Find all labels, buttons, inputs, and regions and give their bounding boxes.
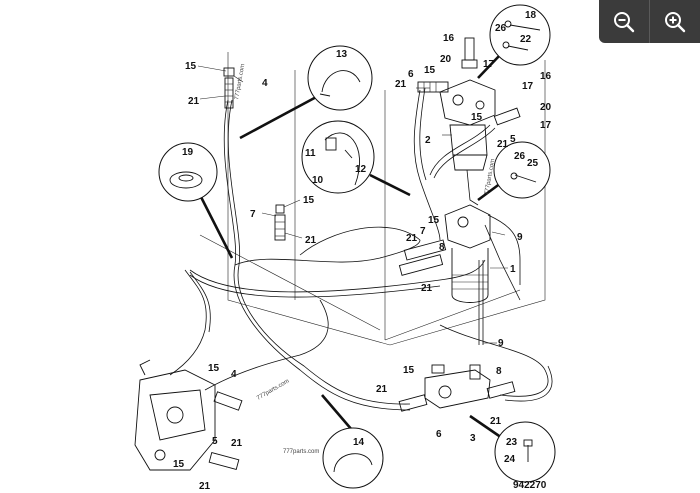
callout: 21 (406, 233, 418, 244)
detail-19 (158, 142, 234, 259)
callout: 15 (303, 195, 315, 206)
callout: 26 (495, 23, 507, 34)
watermark: 777parts.com (283, 449, 319, 455)
callout: 1 (510, 264, 516, 275)
callout: 25 (527, 158, 539, 169)
callout: 20 (440, 54, 452, 65)
callout: 16 (540, 71, 552, 82)
callout: 4 (231, 369, 237, 380)
watermark: 777parts.com (256, 378, 290, 401)
callout: 15 (208, 363, 220, 374)
engine-outline (199, 52, 546, 346)
detail-13 (239, 45, 373, 140)
callout: 21 (490, 416, 502, 427)
callout: 20 (540, 102, 552, 113)
callout: 2 (425, 135, 431, 146)
callout: 17 (540, 120, 552, 131)
callout: 21 (305, 235, 317, 246)
callout: 21 (188, 96, 200, 107)
callout: 5 (510, 134, 516, 145)
zoom-controls (599, 0, 700, 43)
hose-assembly-top-left (223, 67, 235, 109)
fuel-injection-pump (134, 359, 243, 471)
callout: 6 (408, 69, 414, 80)
fuel-lines (169, 87, 553, 411)
callout: 15 (424, 65, 436, 76)
callout: 19 (182, 147, 194, 158)
callout: 18 (525, 10, 537, 21)
callout: 13 (336, 49, 348, 60)
callout: 26 (514, 151, 526, 162)
callout: 24 (504, 454, 516, 465)
watermark: 777parts.com (234, 63, 246, 100)
callout: 5 (212, 436, 218, 447)
callout: 7 (420, 226, 426, 237)
callout: 17 (483, 59, 495, 70)
callout: 16 (443, 33, 455, 44)
zoom-out-icon (614, 11, 635, 32)
callout: 21 (376, 384, 388, 395)
zoom-out-button[interactable] (599, 0, 649, 43)
hose-assembly-middle (274, 204, 286, 241)
detail-14 (321, 394, 384, 489)
callout: 15 (173, 459, 185, 470)
callout: 8 (439, 242, 445, 253)
callout: 12 (355, 164, 367, 175)
part-number: 942270 (513, 480, 547, 491)
callout: 21 (199, 481, 211, 492)
callout: 14 (353, 437, 365, 448)
callout: 21 (395, 79, 407, 90)
callout: 9 (517, 232, 523, 243)
callout: 8 (496, 366, 502, 377)
callout: 21 (497, 139, 509, 150)
water-separator (398, 364, 516, 412)
callout: 4 (262, 78, 268, 89)
callout: 21 (231, 438, 243, 449)
zoom-in-button[interactable] (649, 0, 700, 43)
detail-23-24 (469, 414, 556, 483)
detail-18-26-22 (477, 4, 551, 79)
callout: 17 (522, 81, 534, 92)
callout: 21 (421, 283, 433, 294)
callout: 15 (428, 215, 440, 226)
fuel-filter-head-upper (417, 37, 521, 171)
callout: 15 (185, 61, 197, 72)
callout: 15 (403, 365, 415, 376)
callout: 3 (470, 433, 476, 444)
callout: 11 (305, 148, 316, 159)
callouts: 15 4 21 13 11 12 10 19 7 15 21 16 20 17 … (173, 10, 552, 492)
callout: 23 (506, 437, 518, 448)
detail-11-12-10 (301, 120, 411, 197)
callout: 15 (471, 112, 483, 123)
zoom-in-icon (665, 11, 686, 32)
callout: 9 (498, 338, 504, 349)
leader-lines (197, 65, 508, 344)
detail-26-25 (477, 141, 551, 202)
callout: 22 (520, 34, 532, 45)
callout: 7 (250, 209, 256, 220)
fuel-filter-lower (398, 204, 491, 303)
callout: 10 (312, 175, 324, 186)
callout: 6 (436, 429, 442, 440)
